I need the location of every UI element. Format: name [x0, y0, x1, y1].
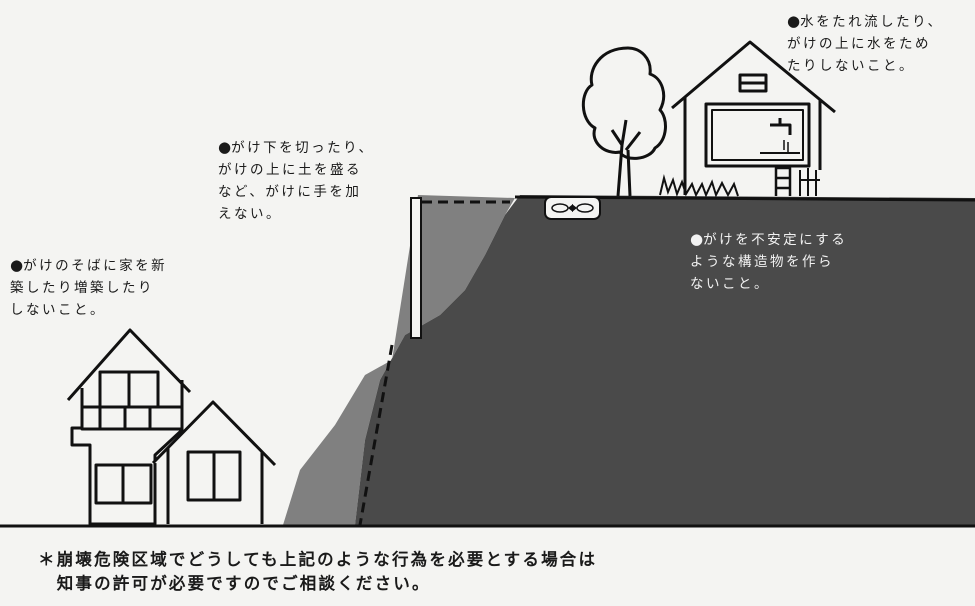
footer-notice: ＊崩壊危険区域でどうしても上記のような行為を必要とする場合は 知事の許可が必要で…: [38, 550, 598, 593]
note-unstable-structure-text: がけを不安定にする ような構造物を作ら ないこと。: [690, 232, 848, 292]
small-house: [151, 400, 277, 524]
note-cliff-alteration: ●がけ下を切ったり、 がけの上に土を盛る など、がけに手を加 えない。: [218, 136, 375, 225]
note-unstable-structure: ●がけを不安定にする ような構造物を作ら ないこと。: [690, 228, 847, 295]
bullet-icon: ●: [690, 230, 704, 248]
bullet-icon: ●: [10, 256, 24, 274]
house-on-cliff: [671, 40, 836, 196]
note-water-text: 水をたれ流したり、 がけの上に水をため たりしないこと。: [787, 14, 944, 74]
two-story-house: [66, 328, 192, 526]
note-house-near-cliff-text: がけのそばに家を新 築したり増築したり しないこと。: [10, 258, 168, 318]
pond-with-fish: [544, 196, 601, 220]
cliff-cut-soil-area: [283, 195, 515, 525]
cliff-mass: [355, 195, 975, 525]
note-water-drainage: ●水をたれ流したり、 がけの上に水をため たりしないこと。: [787, 10, 944, 77]
note-cliff-alteration-text: がけ下を切ったり、 がけの上に土を盛る など、がけに手を加 えない。: [218, 140, 375, 222]
original-slope-dashed-line: [358, 344, 394, 526]
note-house-near-cliff: ●がけのそばに家を新 築したり増築したり しないこと。: [10, 254, 167, 321]
tree: [581, 46, 667, 197]
retaining-wall: [410, 197, 422, 339]
bullet-icon: ●: [787, 12, 801, 30]
bullet-icon: ●: [218, 138, 232, 156]
grass: [659, 174, 739, 198]
